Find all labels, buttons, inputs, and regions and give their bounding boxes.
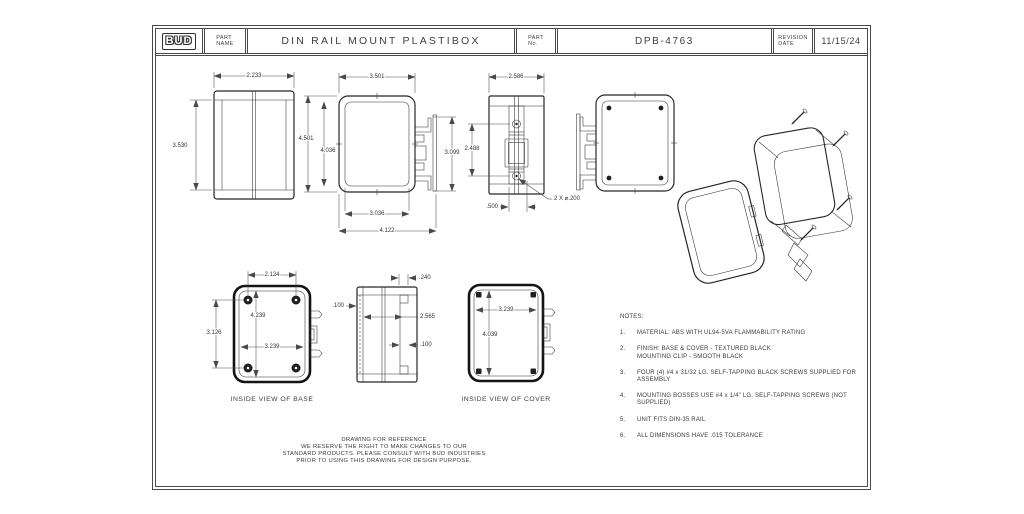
part-name-cell: DIN RAIL MOUNT PLASTIBOX xyxy=(245,29,514,53)
dim-section-lip: .240 xyxy=(419,275,431,281)
notes-block: NOTES: 1. MATERIAL: ABS WITH UL94-5VA FL… xyxy=(620,314,878,440)
revision-date-cell: 11/15/24 xyxy=(812,29,867,53)
reference-line: PRIOR TO USING THIS DRAWING FOR DESIGN P… xyxy=(296,458,472,464)
section-view: .240 .100 2.565 .100 xyxy=(331,274,437,383)
note-item: 1. MATERIAL: ABS WITH UL94-5VA FLAMMABIL… xyxy=(620,330,806,337)
dim-cover-inner-h: 4.039 xyxy=(482,332,498,338)
dim-front-width-inner: 3.036 xyxy=(369,211,385,217)
reference-disclaimer: DRAWING FOR REFERENCE WE RESERVE THE RIG… xyxy=(234,437,534,465)
part-name-title: DIN RAIL MOUNT PLASTIBOX xyxy=(281,35,481,47)
note-item: 4. MOUNTING BOSSES USE #4 x 1/4" LG. SEL… xyxy=(620,393,847,407)
reference-line: WE RESERVE THE RIGHT TO MAKE CHANGES TO … xyxy=(301,444,467,450)
drawing-views: 2.233 3.530 xyxy=(171,72,853,403)
exploded-base xyxy=(753,127,853,239)
title-block: BUD PART NAME DIN RAIL MOUNT PLASTIBOX P… xyxy=(156,29,867,56)
dim-section-wall-right: .100 xyxy=(420,342,432,348)
inside-cover-view: 3.239 4.039 INSIDE VIEW OF COVER xyxy=(461,283,556,403)
exploded-cover xyxy=(677,180,765,284)
reference-line: STANDARD PRODUCTS. PLEASE CONSULT WITH B… xyxy=(282,451,486,457)
dim-side-depth: 2.233 xyxy=(246,73,262,79)
revision-label: REVISION DATE xyxy=(778,35,808,47)
drawing-sheet: BUD PART NAME DIN RAIL MOUNT PLASTIBOX P… xyxy=(155,28,868,487)
note-item: 5. UNIT FITS DIN-35 RAIL xyxy=(620,416,706,423)
exploded-din-clip xyxy=(781,224,813,282)
dim-back-hole-callout: 2 X ⌀.200 xyxy=(554,196,581,202)
bud-logo: BUD xyxy=(161,32,197,50)
part-name-label: PART NAME xyxy=(216,35,234,47)
dim-base-inner-w: 3.239 xyxy=(264,344,280,350)
dim-section-inner: 2.565 xyxy=(420,314,436,320)
dim-front-height-outer: 4.501 xyxy=(298,136,314,142)
inside-base-caption: INSIDE VIEW OF BASE xyxy=(231,396,314,403)
dim-cover-inner-w: 3.239 xyxy=(498,307,514,313)
drawing-sheet-border: BUD PART NAME DIN RAIL MOUNT PLASTIBOX P… xyxy=(152,25,871,490)
note-item: 2. FINISH: BASE & COVER - TEXTURED BLACK… xyxy=(620,346,771,360)
dim-front-clip-height: 3.099 xyxy=(444,150,460,156)
dim-base-inner-h: 4.239 xyxy=(250,313,266,319)
exploded-view xyxy=(677,108,853,284)
side-view: 2.233 3.530 xyxy=(171,72,295,200)
part-number: DPB-4763 xyxy=(635,35,694,47)
dim-back-hole-offset: .500 xyxy=(486,204,498,210)
part-no-label-cell: PART No. xyxy=(514,29,555,53)
dim-base-boss-h: 2.124 xyxy=(264,272,280,278)
dim-base-boss-v: 3.126 xyxy=(206,330,222,336)
dim-back-width: 2.586 xyxy=(508,74,524,80)
logo-cell: BUD xyxy=(156,29,202,53)
revision-date: 11/15/24 xyxy=(821,36,861,46)
dim-back-hole-spacing: 2.488 xyxy=(464,146,480,152)
part-name-label-cell: PART NAME xyxy=(202,29,245,53)
front-view-clip-left xyxy=(576,92,677,194)
dim-front-height-inner: 4.036 xyxy=(320,148,336,154)
inside-cover-caption: INSIDE VIEW OF COVER xyxy=(461,396,550,403)
back-view: 2.586 2.488 2 X ⌀.200 .500 xyxy=(463,73,582,212)
note-item: 6. ALL DIMENSIONS HAVE .015 TOLERANCE xyxy=(620,432,763,439)
reference-line: DRAWING FOR REFERENCE xyxy=(341,437,427,443)
revision-label-cell: REVISION DATE xyxy=(771,29,812,53)
bud-logo-text: BUD xyxy=(165,35,193,47)
note-item: 3. FOUR (4) #4 x 31/32 LG. SELF-TAPPING … xyxy=(620,369,857,384)
part-no-cell: DPB-4763 xyxy=(555,29,771,53)
dim-front-width: 3.501 xyxy=(369,74,385,80)
dim-section-wall-left: .100 xyxy=(332,303,344,309)
part-no-label: PART No. xyxy=(528,35,544,47)
front-view: 3.501 4.501 4.036 3.036 4.122 xyxy=(297,73,461,235)
dim-front-width-total: 4.122 xyxy=(379,228,395,234)
exploded-screws xyxy=(791,108,853,241)
dim-side-height: 3.530 xyxy=(172,143,188,149)
notes-heading: NOTES: xyxy=(620,314,644,320)
inside-base-view: 2.124 3.126 4.239 3.239 INSIDE VIEW OF B… xyxy=(205,271,323,403)
